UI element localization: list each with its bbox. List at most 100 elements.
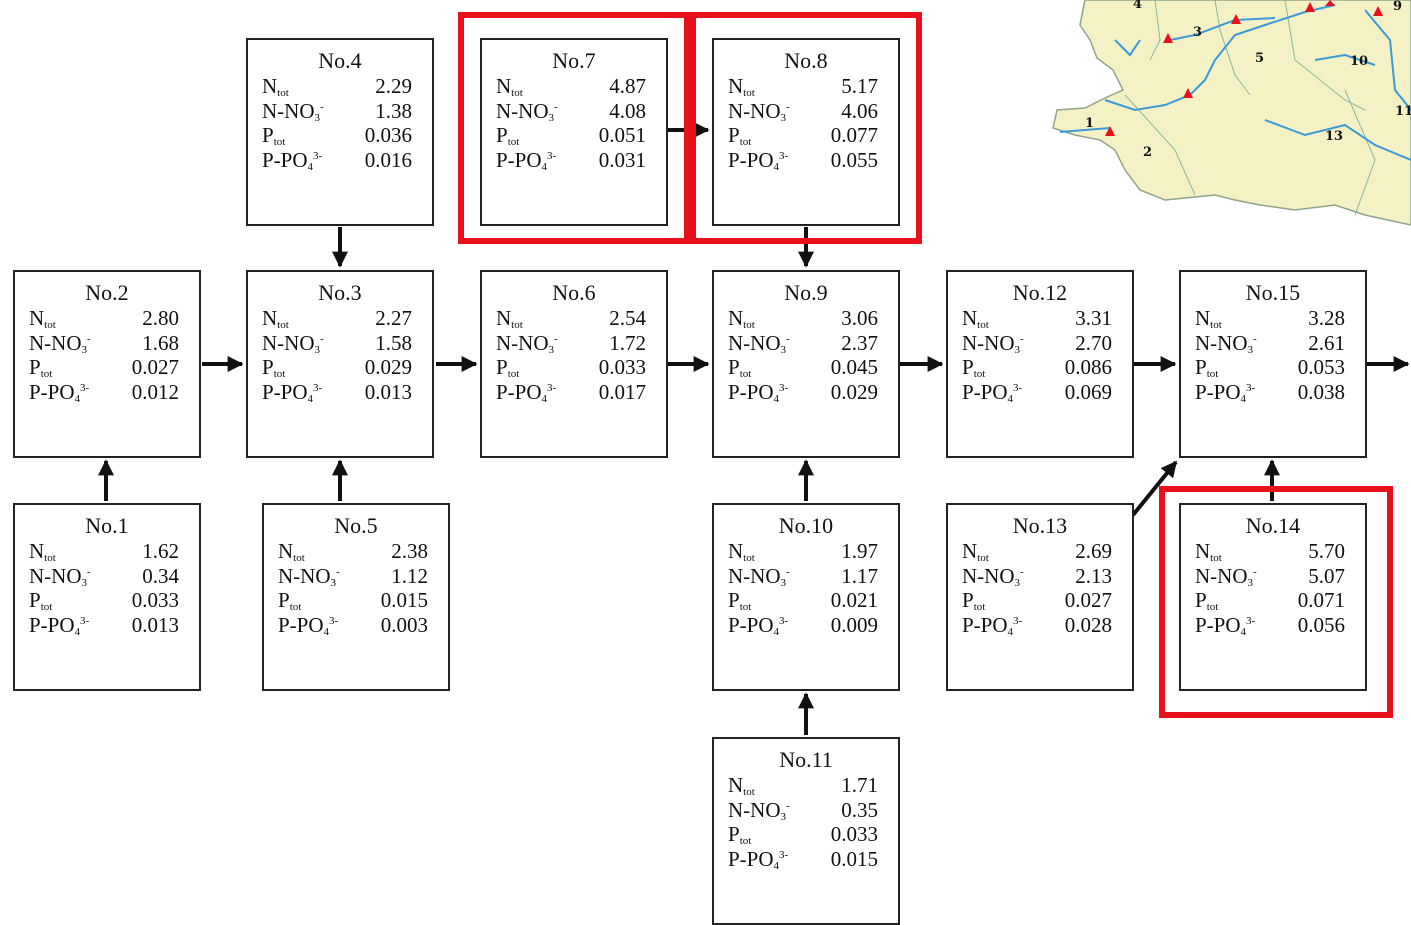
p-po4-value: 0.017 (598, 379, 646, 404)
p-po4-row: P-PO43- 0.012 (29, 380, 179, 405)
station-title: No.15 (1245, 280, 1301, 305)
n-no3-row: N-NO3-1.72 (496, 331, 646, 356)
p-tot-label: Ptot (1195, 588, 1219, 613)
n-tot-label: Ntot (278, 539, 305, 564)
n-tot-value: 2.69 (1075, 539, 1112, 563)
p-tot-value: 0.021 (830, 588, 878, 612)
p-tot-row: Ptot 0.036 (262, 123, 412, 148)
n-no3-row: N-NO3-1.17 (728, 564, 878, 589)
p-po4-value: 0.028 (1064, 612, 1112, 637)
map-label-2: 2 (1143, 145, 1152, 160)
p-tot-label: Ptot (262, 355, 286, 380)
p-po4-value: 0.038 (1297, 379, 1345, 404)
n-tot-value: 4.87 (609, 74, 646, 98)
n-no3-value: 4.08 (609, 98, 646, 123)
p-po4-label: P-PO43- (29, 379, 90, 405)
n-tot-value: 1.97 (841, 539, 878, 563)
n-no3-label: N-NO3- (728, 330, 790, 356)
p-tot-label: Ptot (278, 588, 302, 613)
p-po4-row: P-PO43-0.009 (728, 613, 878, 638)
station-title: No.9 (784, 280, 828, 305)
p-tot-label: Ptot (728, 588, 752, 613)
n-no3-label: N-NO3- (262, 330, 324, 356)
n-no3-value: 2.13 (1075, 563, 1112, 588)
p-tot-label: Ptot (962, 355, 986, 380)
n-tot-row: Ntot 4.87 (496, 74, 646, 99)
n-no3-label: N-NO3- (29, 563, 91, 589)
n-tot-label: Ntot (728, 306, 755, 331)
p-po4-label: P-PO43- (496, 379, 557, 405)
p-po4-label: P-PO43- (728, 379, 789, 405)
p-tot-value: 0.029 (364, 355, 412, 379)
station-title: No.2 (85, 280, 129, 305)
p-tot-value: 0.071 (1297, 588, 1345, 612)
n-no3-value: 5.07 (1308, 563, 1345, 588)
p-po4-label: P-PO43- (278, 612, 339, 638)
p-tot-label: Ptot (29, 588, 53, 613)
n-tot-value: 2.27 (375, 306, 412, 330)
p-po4-row: P-PO43-0.031 (496, 148, 646, 173)
catchment-area (1052, 0, 1411, 226)
n-no3-row: N-NO3-2.61 (1195, 331, 1345, 356)
n-no3-value: 2.70 (1075, 330, 1112, 355)
p-tot-label: Ptot (728, 355, 752, 380)
map-label-4: 4 (1133, 0, 1142, 12)
n-tot-label: Ntot (496, 306, 523, 331)
p-tot-label: Ptot (262, 123, 286, 148)
map-label-5: 5 (1255, 51, 1264, 66)
p-po4-value: 0.029 (830, 379, 878, 404)
n-no3-value: 1.68 (142, 330, 179, 355)
p-po4-label: P-PO43- (1195, 612, 1256, 638)
n-no3-row: N-NO3-4.08 (496, 99, 646, 124)
map-label-1: 1 (1085, 116, 1094, 131)
p-po4-row: P-PO43-0.013 (262, 380, 412, 405)
p-tot-value: 0.027 (1064, 588, 1112, 612)
p-po4-row: P-PO43- 0.017 (496, 380, 646, 405)
n-tot-value: 3.31 (1075, 306, 1112, 330)
p-tot-label: Ptot (728, 822, 752, 847)
p-po4-value: 0.016 (364, 147, 412, 172)
p-po4-row: P-PO43- 0.056 (1195, 613, 1345, 638)
p-po4-label: P-PO43- (728, 612, 789, 638)
n-no3-row: N-NO3- 1.58 (262, 331, 412, 356)
n-tot-value: 1.62 (142, 539, 179, 563)
p-po4-value: 0.056 (1297, 612, 1345, 637)
p-tot-value: 0.015 (380, 588, 428, 612)
n-tot-label: Ntot (29, 539, 56, 564)
n-no3-value: 1.38 (375, 98, 412, 123)
p-tot-value: 0.036 (364, 123, 412, 147)
n-no3-value: 2.37 (841, 330, 878, 355)
n-no3-label: N-NO3- (29, 330, 91, 356)
n-no3-value: 1.58 (375, 330, 412, 355)
p-po4-row: P-PO43-0.055 (728, 148, 878, 173)
n-no3-value: 4.06 (841, 98, 878, 123)
p-po4-value: 0.003 (380, 612, 428, 637)
n-tot-label: Ntot (496, 74, 523, 99)
p-po4-label: P-PO43- (728, 846, 789, 872)
p-po4-value: 0.012 (131, 379, 179, 404)
n-no3-label: N-NO3- (728, 98, 790, 124)
p-po4-row: P-PO43-0.013 (29, 613, 179, 638)
p-po4-label: P-PO43- (962, 612, 1023, 638)
n-no3-row: N-NO3- 4.06 (728, 99, 878, 124)
n-no3-label: N-NO3- (262, 98, 324, 124)
n-tot-value: 2.29 (375, 74, 412, 98)
n-tot-label: Ntot (1195, 306, 1222, 331)
